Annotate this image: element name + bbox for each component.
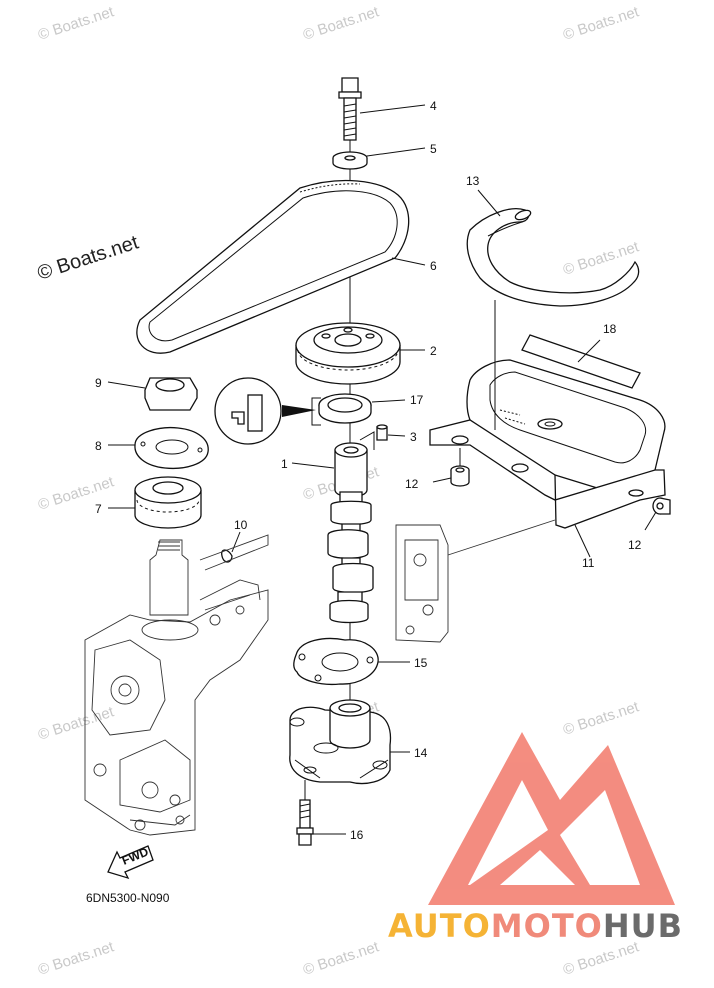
callout-9: 9 xyxy=(95,376,102,390)
part-13-hose[interactable] xyxy=(466,208,640,307)
callout-8: 8 xyxy=(95,439,102,453)
part-6-timing-belt[interactable] xyxy=(136,179,410,354)
callout-5: 5 xyxy=(430,142,437,156)
callout-11: 11 xyxy=(582,556,595,570)
part-5-washer[interactable] xyxy=(332,151,368,170)
leader-9 xyxy=(107,381,146,389)
callout-18: 18 xyxy=(603,322,617,336)
part-17-oil-seal[interactable] xyxy=(318,393,372,424)
part-8-washer-plate[interactable] xyxy=(134,426,209,470)
watermark: © Boats.net xyxy=(36,938,117,979)
part-10-key[interactable] xyxy=(221,549,233,563)
automotohub-logo: AUTOMOTOHUB xyxy=(388,732,683,945)
seal-detail-bubble xyxy=(214,377,321,445)
part-16-bolt[interactable] xyxy=(296,780,314,846)
watermark: © Boats.net xyxy=(561,698,642,739)
watermark: © Boats.net xyxy=(301,938,382,979)
callout-17: 17 xyxy=(410,393,424,407)
leader-1 xyxy=(291,462,335,469)
callout-16: 16 xyxy=(350,828,364,842)
watermark: © Boats.net xyxy=(561,3,642,44)
callout-14: 14 xyxy=(414,746,428,760)
logo-text-moto: MOTO xyxy=(491,907,603,945)
leader-13 xyxy=(477,189,501,217)
callout-numbers: 4 5 6 2 17 3 1 15 14 16 9 8 7 10 13 18 1… xyxy=(95,99,642,842)
part-12-grommet-right[interactable] xyxy=(652,497,671,515)
logo-text-hub: HUB xyxy=(603,907,683,945)
logo-mark xyxy=(428,732,675,905)
part-9-nut[interactable] xyxy=(144,377,198,411)
logo-text-auto: AUTO xyxy=(388,907,491,945)
callout-13: 13 xyxy=(466,174,480,188)
part-11-timing-cover[interactable] xyxy=(429,359,666,529)
part-4-bolt[interactable] xyxy=(338,77,362,141)
leader-12b xyxy=(644,511,657,531)
engine-block-left xyxy=(84,534,269,836)
watermark-large: © Boats.net xyxy=(35,231,142,284)
engine-block-right xyxy=(395,519,556,643)
leader-18 xyxy=(577,339,601,363)
leader-6 xyxy=(391,257,426,266)
part-18-label[interactable] xyxy=(521,334,641,389)
callout-6: 6 xyxy=(430,259,437,273)
fwd-direction-arrow: FWD xyxy=(107,844,154,880)
callout-12a: 12 xyxy=(405,477,419,491)
part-14-oil-pump[interactable] xyxy=(289,699,392,785)
callout-15: 15 xyxy=(414,656,428,670)
diagram-code: 6DN5300-N090 xyxy=(86,891,170,905)
callout-12b: 12 xyxy=(628,538,642,552)
leader-17 xyxy=(371,399,406,403)
watermark: © Boats.net xyxy=(36,473,117,514)
part-15-gasket[interactable] xyxy=(293,637,379,686)
part-12-grommet-left[interactable] xyxy=(450,465,470,487)
part-2-cam-pulley[interactable] xyxy=(295,322,401,385)
leader-11 xyxy=(574,524,591,558)
leader-12a xyxy=(432,477,452,483)
callout-4: 4 xyxy=(430,99,437,113)
watermark: © Boats.net xyxy=(36,703,117,744)
watermark: © Boats.net xyxy=(36,3,117,44)
callout-2: 2 xyxy=(430,344,437,358)
part-7-crank-pulley[interactable] xyxy=(134,476,202,529)
leader-5 xyxy=(366,147,426,157)
callout-1: 1 xyxy=(281,457,288,471)
logo-text: AUTOMOTOHUB xyxy=(388,907,683,945)
callout-3: 3 xyxy=(410,430,417,444)
part-1-camshaft[interactable] xyxy=(327,442,374,624)
leader-3 xyxy=(387,434,406,437)
leader-4 xyxy=(359,104,426,114)
part-3-dowel-pin[interactable] xyxy=(376,424,388,441)
leader-10 xyxy=(231,531,241,553)
callout-10: 10 xyxy=(234,518,248,532)
callout-7: 7 xyxy=(95,502,102,516)
watermark: © Boats.net xyxy=(301,3,382,44)
pin-guide-line xyxy=(359,431,375,450)
